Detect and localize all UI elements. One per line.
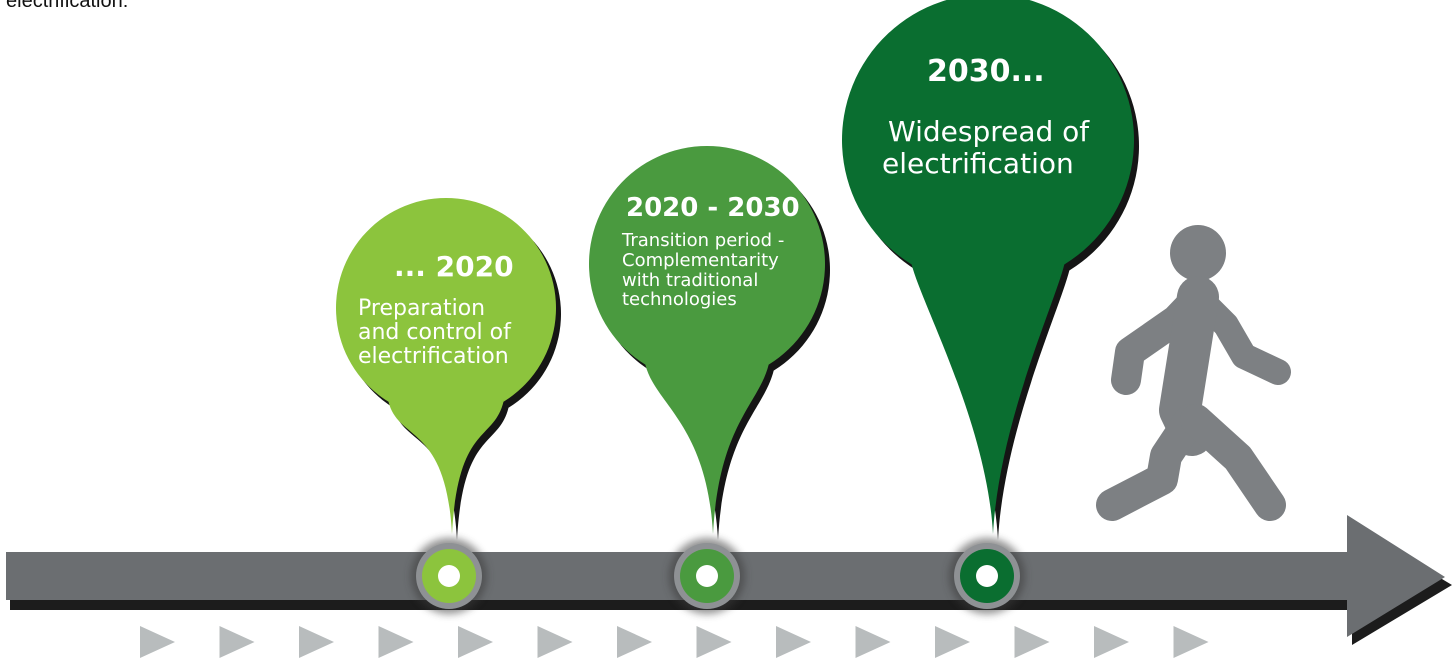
milestone-description: Transition period - Complementarity with…	[622, 231, 784, 310]
chevron-icon	[617, 626, 652, 658]
chevron-icon	[855, 626, 891, 658]
milestone-year: 2030...	[927, 54, 1045, 89]
pin-bubble	[336, 198, 556, 534]
description-line: with traditional	[622, 269, 759, 291]
chevron-icon	[378, 626, 414, 658]
chevron-icon	[935, 626, 970, 658]
description-line: electrification	[358, 344, 509, 370]
intro-text: electrification:	[6, 0, 129, 12]
chevron-icon	[1094, 626, 1129, 658]
walking-person-icon	[1096, 225, 1291, 521]
milestone-description: Widespread of electrification	[882, 115, 1090, 181]
chevron-row	[140, 626, 1209, 658]
pin-bubble	[841, 0, 1134, 534]
chevron-icon	[1014, 626, 1050, 658]
pin-bubble	[589, 146, 826, 534]
milestone-pin-3	[841, 0, 1139, 614]
chevron-icon	[219, 626, 255, 658]
description-line: Widespread of	[888, 115, 1090, 148]
node-center	[976, 565, 998, 587]
description-line: and control of	[358, 320, 511, 346]
description-line: Transition period -	[622, 230, 785, 251]
milestone-year: ... 2020	[394, 250, 514, 283]
milestone-year: 2020 - 2030	[626, 193, 800, 223]
description-line: technologies	[622, 289, 737, 311]
chevron-icon	[696, 626, 732, 658]
node-center	[696, 565, 718, 587]
milestone-pin-1	[336, 198, 561, 614]
milestone-pin-2	[589, 146, 831, 614]
chevron-icon	[458, 626, 493, 658]
chevron-icon	[140, 626, 175, 658]
milestone-description: Preparation and control of electrificati…	[358, 296, 511, 370]
chevron-icon	[1173, 626, 1209, 658]
description-line: Complementarity	[622, 249, 779, 271]
chevron-icon	[299, 626, 334, 658]
description-line: Preparation	[358, 296, 486, 321]
node-center	[438, 565, 460, 587]
chevron-icon	[537, 626, 573, 658]
description-line: electrification	[882, 147, 1074, 181]
chevron-icon	[776, 626, 811, 658]
